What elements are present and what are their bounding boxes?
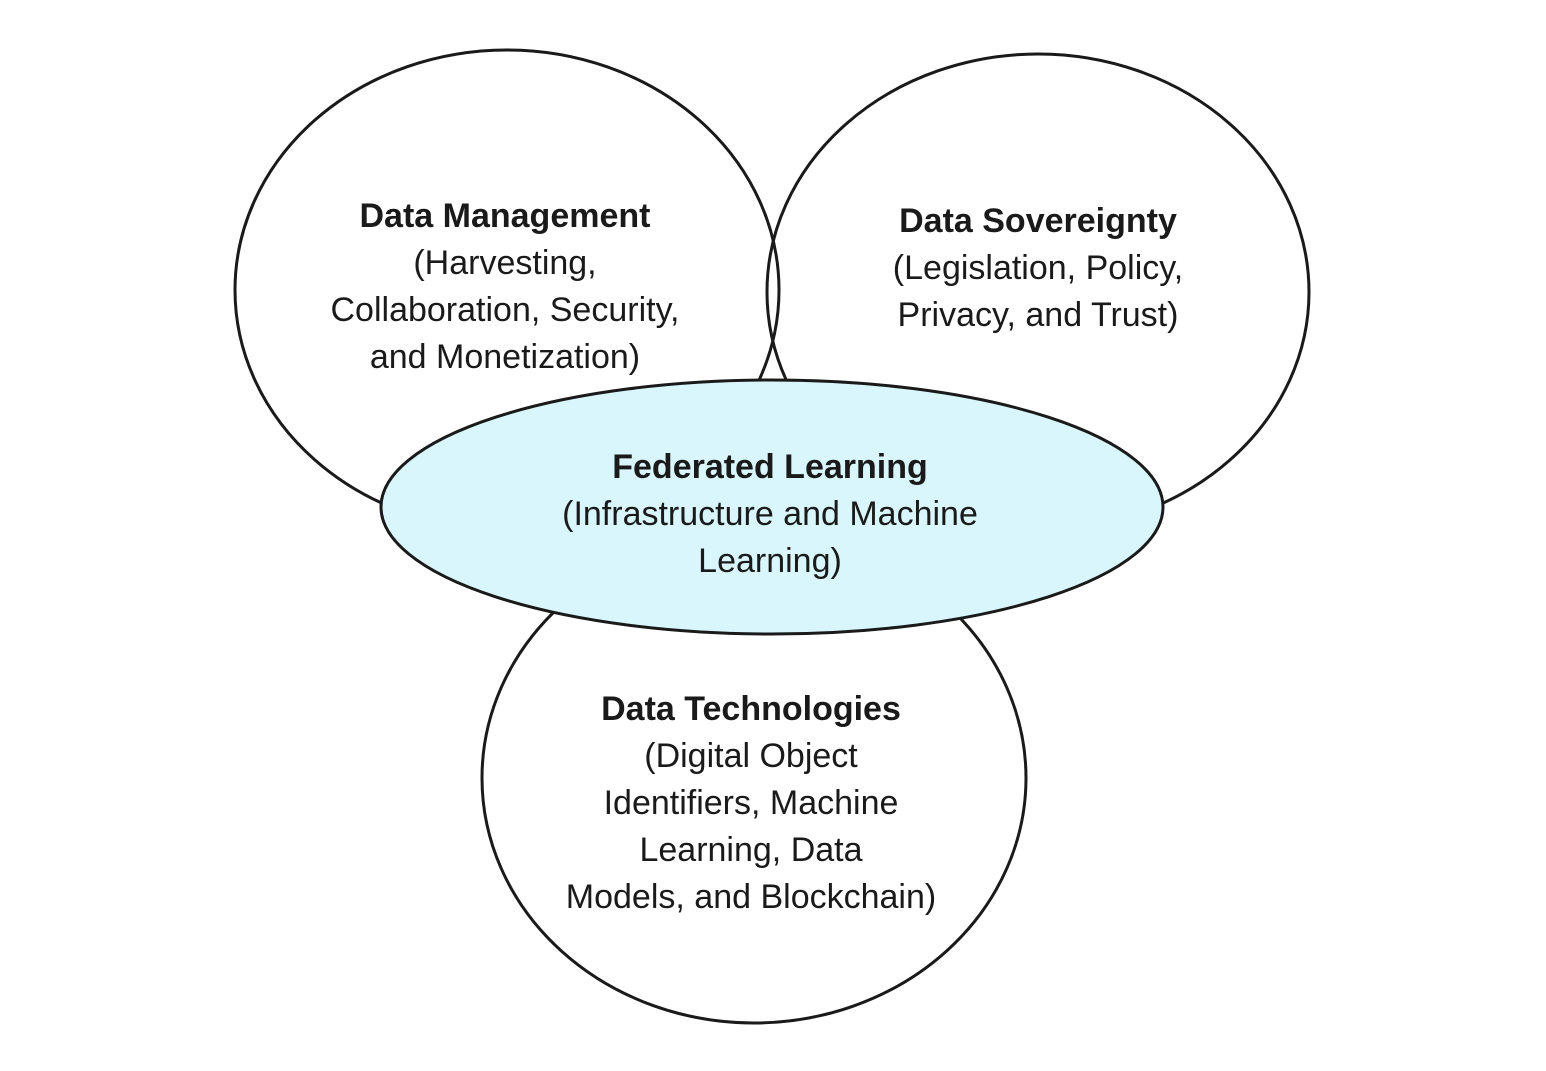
data-management-label: Data Management (Harvesting, Collaborati… [331,193,680,381]
data-sovereignty-label: Data Sovereignty (Legislation, Policy, P… [893,198,1183,339]
label-line: Identifiers, Machine [603,784,899,822]
federated-learning-title: Federated Learning [612,448,928,486]
data-management-title: Data Management [359,197,651,235]
label-line: (Infrastructure and Machine [562,495,978,533]
label-line: and Monetization) [369,338,641,376]
label-line: Models, and Blockchain) [565,878,937,916]
label-line: Privacy, and Trust) [897,296,1179,334]
label-line: (Legislation, Policy, [892,249,1184,287]
label-line: (Digital Object [644,737,858,775]
federated-learning-ellipse [379,378,1165,636]
label-line: Learning, Data [639,831,863,869]
federated-learning-label: Federated Learning (Infrastructure and M… [562,444,978,585]
label-line: (Harvesting, [413,244,597,282]
label-line: Learning) [698,542,842,580]
label-line: Collaboration, Security, [330,291,680,329]
data-technologies-title: Data Technologies [601,690,901,728]
data-sovereignty-title: Data Sovereignty [899,202,1177,240]
data-technologies-label: Data Technologies (Digital Object Identi… [566,686,936,921]
